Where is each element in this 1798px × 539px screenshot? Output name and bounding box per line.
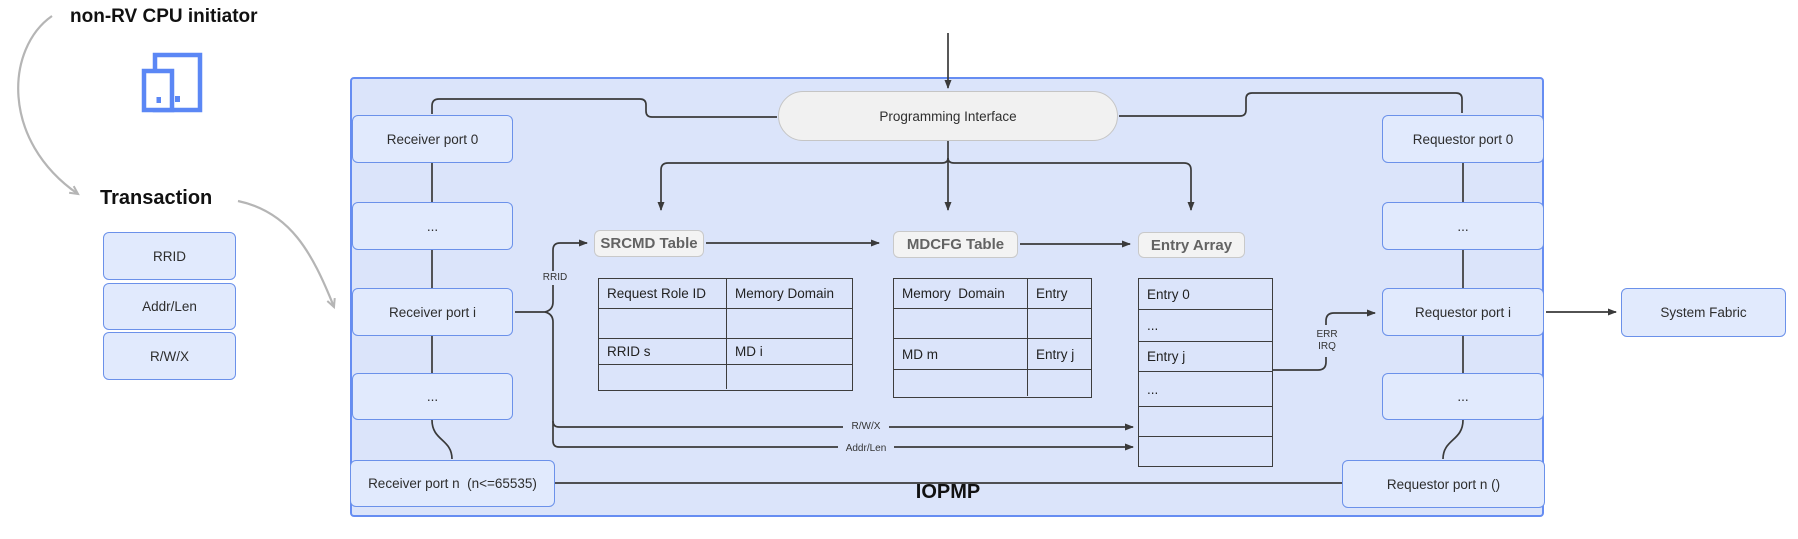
wire-rwx [552,420,1134,431]
srcmd-header-md: Memory Domain [735,286,835,301]
receiver-port-n: Receiver port n (n<=65535) [350,460,555,507]
transaction-field-rwx: R/W/X [103,332,236,380]
wire-initiator-to-transaction [17,15,80,196]
wire-addrlen [552,440,1134,451]
transaction-field-addr-len: Addr/Len [103,283,236,330]
entry-row-j: Entry j [1139,341,1272,371]
mdcfg-row-md-m: MD m Entry j [894,338,1091,369]
wire-pi-to-entry [947,157,1195,211]
mdcfg-header-row: Memory Domain Entry [894,279,1091,308]
entry-row-empty-2 [1139,436,1272,462]
wire-pi-to-tx0 [1119,92,1463,117]
iopmp-title: IOPMP [915,481,981,503]
addr-len-wire-label: Addr/Len [838,442,894,456]
mdcfg-row-empty-1 [894,308,1091,338]
receiver-port-dots-2: ... [352,373,513,420]
initiator-title: non-RV CPU initiator [70,6,258,27]
wire-rx0-to-pi [431,98,777,118]
receiver-port-i: Receiver port i [352,288,513,336]
entry-row-dots-2: ... [1139,371,1272,406]
srcmd-table-label: SRCMD Table [594,230,704,257]
wire-pi-to-srcmd [657,157,949,211]
srcmd-row-empty-2 [599,364,852,389]
srcmd-table: Request Role ID Memory Domain RRID s MD … [598,278,853,391]
entry-row-0: Entry 0 [1147,286,1190,302]
requestor-port-dots-2: ... [1382,373,1544,420]
srcmd-header-row: Request Role ID Memory Domain [599,279,852,308]
wire-tx-squiggle [1442,419,1464,460]
entry-array-table: Entry 0 ... Entry j ... [1138,278,1273,467]
receiver-port-dots-1: ... [352,202,513,250]
wire-rrid-up [544,239,588,313]
mdcfg-row-empty-2 [894,369,1091,396]
wire-transaction-to-receiver [237,199,336,310]
rwx-wire-label: R/W/X [843,420,889,434]
programming-interface: Programming Interface [778,91,1118,141]
mdcfg-table: Memory Domain Entry MD m Entry j [893,278,1092,398]
mdcfg-header-entry: Entry [1036,286,1068,301]
mdcfg-table-label: MDCFG Table [893,231,1018,258]
err-irq-wire-label: ERR IRQ [1309,325,1345,357]
srcmd-header-rrid: Request Role ID [599,279,727,308]
mdcfg-header-md: Memory Domain [894,279,1028,308]
receiver-port-0: Receiver port 0 [352,115,513,163]
system-fabric: System Fabric [1621,288,1786,337]
requestor-port-0: Requestor port 0 [1382,115,1544,163]
transaction-field-rrid: RRID [103,232,236,280]
requestor-port-n: Requestor port n () [1342,460,1545,508]
wire-fork-down [544,311,554,441]
irq-label: IRQ [1318,341,1336,352]
srcmd-row-rrid-s: RRID s MD i [599,338,852,364]
entry-array-label: Entry Array [1138,232,1245,258]
entry-row-dots-1: ... [1139,309,1272,341]
entry-row-empty-1 [1139,406,1272,436]
requestor-port-i: Requestor port i [1382,288,1544,336]
transaction-title: Transaction [100,187,213,209]
requestor-port-dots-1: ... [1382,202,1544,250]
srcmd-row-empty-1 [599,308,852,338]
cpu-devices-icon [141,52,203,113]
iopmp-container [350,77,1544,517]
err-label: ERR [1316,329,1338,340]
rrid-wire-label: RRID [538,271,572,285]
wire-rx-squiggle [431,419,453,460]
